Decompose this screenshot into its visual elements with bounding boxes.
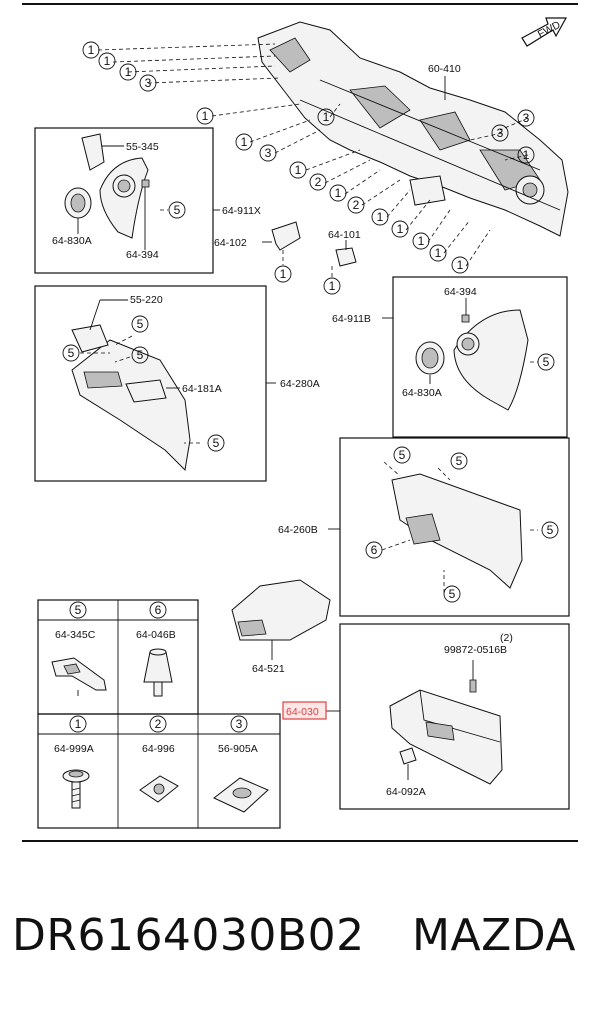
callout-1: 1 [88, 43, 95, 57]
callout-1: 1 [377, 210, 384, 224]
label-55-220: 55-220 [130, 294, 163, 306]
callout-1: 1 [397, 222, 404, 236]
callout-1: 1 [418, 234, 425, 248]
legend-num-6: 6 [155, 603, 162, 617]
label-qty-2: (2) [500, 632, 513, 644]
box-64-280a [34, 285, 267, 482]
box-64-911x [34, 127, 214, 274]
legend-code-64-999a: 64-999A [54, 743, 94, 755]
label-60-410: 60-410 [428, 63, 461, 75]
label-64-521: 64-521 [252, 663, 285, 675]
callout-5: 5 [137, 317, 144, 331]
under-cover-64-521 [231, 579, 331, 660]
callout-1: 1 [241, 135, 248, 149]
callout-1: 1 [280, 267, 287, 281]
label-64-102: 64-102 [214, 237, 247, 249]
callout-5: 5 [213, 436, 220, 450]
cushion-64-046b-icon [143, 648, 173, 697]
callout-6: 6 [371, 543, 378, 557]
clip-64-101 [331, 240, 357, 278]
label-64-181a: 64-181A [182, 383, 222, 395]
callout-5: 5 [456, 454, 463, 468]
label-64-092a: 64-092A [386, 786, 426, 798]
legend-code-64-996: 64-996 [142, 743, 175, 755]
callout-1: 1 [335, 186, 342, 200]
callout-3: 3 [523, 111, 530, 125]
label-64-830a: 64-830A [402, 387, 442, 399]
callout-group-top-left: 1 1 1 3 [82, 41, 281, 92]
vent-bezel-left [64, 133, 168, 250]
callout-1: 1 [323, 110, 330, 124]
label-64-394: 64-394 [444, 286, 477, 298]
label-64-260b: 64-260B [278, 524, 318, 536]
brand-name: MAZDA [412, 910, 576, 961]
callout-5: 5 [449, 587, 456, 601]
footer: DR6164030B02 MAZDA [0, 890, 600, 1000]
fwd-arrow-icon: FWD [521, 17, 568, 47]
clip-64-345c-icon [51, 657, 107, 696]
callout-5: 5 [399, 448, 406, 462]
label-64-280a: 64-280A [280, 378, 320, 390]
box-64-260b [339, 437, 570, 617]
callout-5: 5 [174, 203, 181, 217]
callout-5: 5 [543, 355, 550, 369]
label-64-830a: 64-830A [52, 235, 92, 247]
glove-box-body [389, 660, 503, 785]
label-64-911b: 64-911B [332, 313, 371, 325]
legend-code-64-345c: 64-345C [55, 629, 96, 641]
parts-diagram: FWD 60-410 1 1 1 3 [22, 3, 578, 842]
box-64-911b [392, 276, 568, 438]
callout-1: 1 [457, 258, 464, 272]
callout-2: 2 [353, 198, 360, 212]
label-64-911x: 64-911X [222, 205, 261, 217]
clip-64-102 [262, 221, 301, 265]
callout-5: 5 [137, 348, 144, 362]
legend-num-2: 2 [155, 717, 162, 731]
legend-num-1: 1 [75, 717, 82, 731]
glove-box-lid [381, 461, 538, 593]
legend-code-56-905a: 56-905A [218, 743, 258, 755]
callout-5: 5 [68, 346, 75, 360]
box-64-030 [339, 623, 570, 810]
callout-5: 5 [547, 523, 554, 537]
callout-3: 3 [145, 76, 152, 90]
callout-3: 3 [265, 146, 272, 160]
callout-1: 1 [104, 54, 111, 68]
highlight-64-030 [282, 701, 327, 720]
legend-num-5: 5 [75, 603, 82, 617]
callout-1: 1 [202, 109, 209, 123]
label-64-394: 64-394 [126, 249, 159, 261]
screw-64-999a-icon [62, 769, 90, 809]
legend-num-3: 3 [236, 717, 243, 731]
callout-group-top-center: 1 1 3 1 1 2 1 2 1 1 1 1 1 3 3 1 [196, 103, 535, 274]
vent-bezel-right [415, 298, 538, 411]
label-99872-0516b: 99872-0516B [444, 644, 507, 656]
part-number: DR6164030B02 [12, 910, 365, 961]
clip-56-905a-icon [213, 777, 269, 813]
fastener-legend: 5 64-345C 6 64-046B 1 64-999A 2 64-996 [37, 599, 281, 829]
callout-1: 1 [329, 279, 336, 293]
callout-1: 1 [435, 246, 442, 260]
label-64-030[interactable]: 64-030 [286, 706, 319, 718]
callout-3: 3 [497, 126, 504, 140]
callout-1: 1 [523, 148, 530, 162]
callout-2: 2 [315, 175, 322, 189]
legend-code-64-046b: 64-046B [136, 629, 176, 641]
lower-panel-driver [71, 299, 200, 472]
callout-1: 1 [295, 163, 302, 177]
label-64-101: 64-101 [328, 229, 361, 241]
nut-64-996-icon [139, 775, 179, 803]
dashboard-member-assembly [257, 21, 569, 237]
label-55-345: 55-345 [126, 141, 159, 153]
callout-1: 1 [125, 65, 132, 79]
